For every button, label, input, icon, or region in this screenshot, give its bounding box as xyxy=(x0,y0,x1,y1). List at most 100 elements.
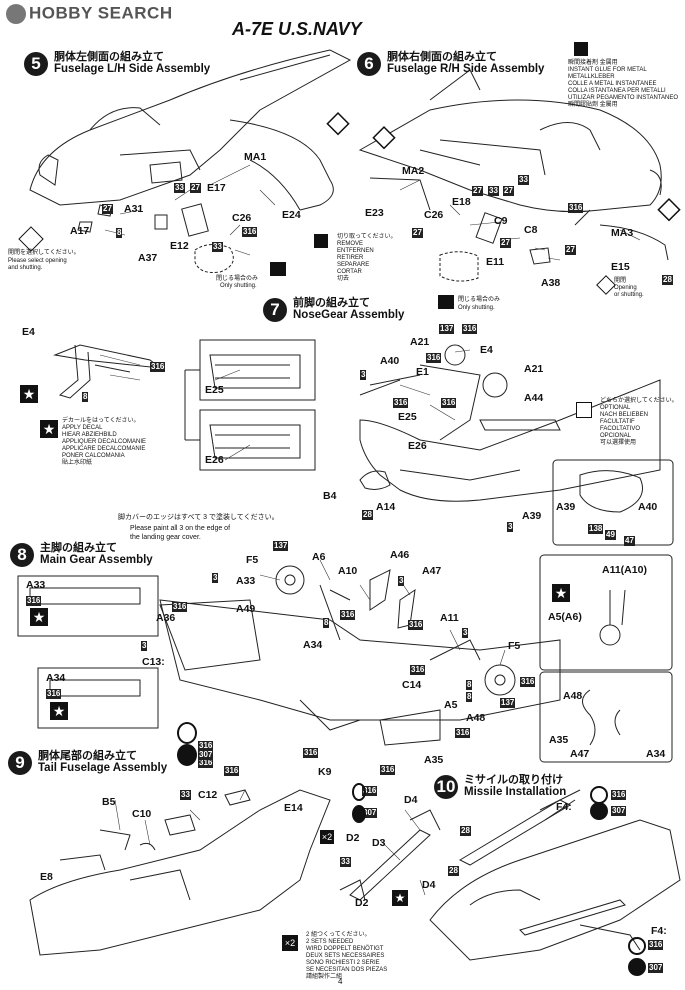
only-shut-en: Only shutting. xyxy=(220,283,257,289)
paint-number: 28 xyxy=(448,866,459,876)
part-label: E23 xyxy=(365,207,384,219)
part-label: A49 xyxy=(236,603,256,615)
part-label: E4 xyxy=(480,344,493,356)
tail-fuselage-drawing xyxy=(29,789,331,956)
glue-icon xyxy=(574,42,588,56)
paint-number: 307 xyxy=(198,750,214,760)
paint-number: 33 xyxy=(212,242,223,252)
part-label: E1 xyxy=(416,366,429,378)
paint-number: 316 xyxy=(150,362,166,372)
part-label: A48 xyxy=(466,712,486,724)
step-6-number: 6 xyxy=(357,52,381,76)
part-label: E17 xyxy=(207,182,226,194)
part-label: F4: xyxy=(556,801,572,813)
paint-number: 27 xyxy=(500,238,511,248)
select-note-jp: 開閉を選択してください。 xyxy=(8,250,80,256)
step-10-title-jp: ミサイルの取り付け xyxy=(464,774,563,786)
logo-icon xyxy=(6,4,26,24)
paint-number: 316 xyxy=(198,758,214,768)
select-note-en: Please select opening and shutting. xyxy=(8,258,67,271)
paint-number: 28 xyxy=(460,826,471,836)
part-label: D3 xyxy=(372,837,386,849)
part-label: A10 xyxy=(338,565,358,577)
part-label: A37 xyxy=(138,252,158,264)
part-label: A5(A6) xyxy=(548,611,582,623)
part-label: D4 xyxy=(404,794,418,806)
part-label: A33 xyxy=(26,579,46,591)
fuselage-right-drawing xyxy=(358,69,669,282)
paint-number: 8 xyxy=(466,692,473,702)
part-label: A39 xyxy=(522,510,542,522)
paint-3-icon xyxy=(177,744,197,766)
paint-number: 49 xyxy=(605,530,616,540)
decal-star-icon-4: ★ xyxy=(50,702,68,720)
part-label: A35 xyxy=(549,734,569,746)
part-label: C14 xyxy=(402,679,422,691)
part-label: E4 xyxy=(22,326,35,338)
paint-number: 316 xyxy=(455,728,471,738)
paint-number: 316 xyxy=(362,786,378,796)
paint-number: 137 xyxy=(273,541,289,551)
paint-1-icon xyxy=(177,722,197,744)
part-label: E24 xyxy=(282,209,301,221)
step-8-title-en: Main Gear Assembly xyxy=(40,554,153,566)
optional-note: どちらか選択してください。 OPTIONAL NACH BELIEBEN FAC… xyxy=(600,398,678,446)
paint-number: 33 xyxy=(340,857,351,867)
part-label: A17 xyxy=(70,225,90,237)
decal-note: デカールをはってください。 APPLY DECAL HIEAR ABZIEHBI… xyxy=(62,418,147,466)
paint-number: 3 xyxy=(212,573,219,583)
step-8-title-jp: 主脚の組み立て xyxy=(40,542,117,554)
paint-number: 316 xyxy=(408,620,424,630)
step-9-number: 9 xyxy=(8,751,32,775)
step-9-title-en: Tail Fuselage Assembly xyxy=(38,762,168,774)
part-label: E14 xyxy=(284,802,303,814)
paint-number: 3 xyxy=(462,628,469,638)
paint-number: 316 xyxy=(303,748,319,758)
decal-star-icon-2: ★ xyxy=(40,420,58,438)
part-label: E12 xyxy=(170,240,189,252)
part-label: A40 xyxy=(638,501,658,513)
part-label: B4 xyxy=(323,490,337,502)
paint-number: 316 xyxy=(611,790,627,800)
part-label: E25 xyxy=(398,411,417,423)
paint-number: 138 xyxy=(588,524,604,534)
part-label: A47 xyxy=(422,565,442,577)
decal-star-icon-5: ★ xyxy=(552,584,570,602)
paint-number: 3 xyxy=(398,576,405,586)
paint-number: 316 xyxy=(46,689,62,699)
part-label: A21 xyxy=(410,336,430,348)
part-label: A11 xyxy=(440,612,459,624)
paint-1-icon-2 xyxy=(352,783,366,801)
paint-number: 27 xyxy=(102,204,113,214)
step-10-number: 10 xyxy=(434,775,458,799)
part-label: A5 xyxy=(444,699,458,711)
part-label: B5 xyxy=(102,796,116,808)
step-7-number: 7 xyxy=(263,298,287,322)
part-label: D2 xyxy=(346,832,360,844)
paint-number: 8 xyxy=(466,680,473,690)
part-label: A44 xyxy=(524,392,544,404)
paint-number: 3 xyxy=(141,641,148,651)
paint-number: 316 xyxy=(520,677,536,687)
paint-number: 33 xyxy=(180,790,191,800)
paint-number: 316 xyxy=(393,398,409,408)
part-label: MA1 xyxy=(244,151,267,163)
missile-drawing xyxy=(339,789,681,961)
paint-number: 307 xyxy=(611,806,627,816)
step-10-title-en: Missile Installation xyxy=(464,786,567,798)
part-label: E26 xyxy=(408,440,427,452)
paint-3-icon-2 xyxy=(352,805,366,823)
part-label: A6 xyxy=(312,551,326,563)
part-label: A38 xyxy=(541,277,561,289)
paint-number: 316 xyxy=(410,665,426,675)
decal-star-icon: ★ xyxy=(20,385,38,403)
part-label: MA2 xyxy=(402,165,425,177)
part-label: F4: xyxy=(651,925,667,937)
step-5-number: 5 xyxy=(24,52,48,76)
paint-number: 47 xyxy=(624,536,635,546)
paint-number: 28 xyxy=(662,275,673,285)
paint-number: 27 xyxy=(565,245,576,255)
only-shut-jp: 閉じる場合のみ xyxy=(216,276,259,282)
paint-number: 137 xyxy=(500,698,516,708)
